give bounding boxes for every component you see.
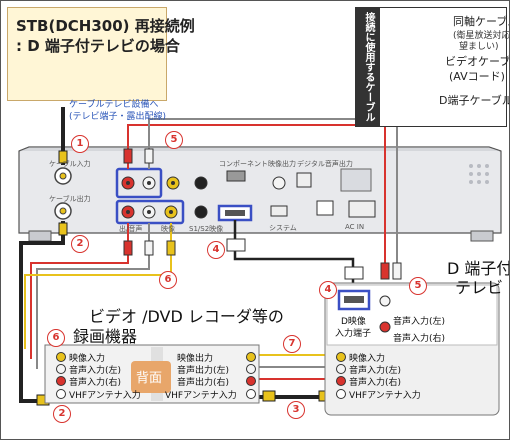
stb-cable-in-label: ケーブル入力 xyxy=(49,160,91,168)
step-badge-2b: 2 xyxy=(53,405,71,423)
stb-system-label: システム xyxy=(269,224,297,232)
stb-video-label: 映像 xyxy=(161,225,175,233)
step-badge-4: 4 xyxy=(207,241,225,259)
title-line-2: : D 端子付テレビの場合 xyxy=(16,37,180,55)
av-cable-5 xyxy=(123,118,402,280)
legend-header: 接続に使用するケーブル xyxy=(356,8,380,126)
legend-coax-label: 同軸ケーブル xyxy=(453,15,509,28)
title-box: STB(DCH300) 再接続例 : D 端子付テレビの場合 xyxy=(7,7,195,101)
recorder-title-2: 録画機器 xyxy=(73,327,138,346)
stb-cable-out-label: ケーブル出力 xyxy=(49,195,91,203)
stb-component-label: コンポーネント映像出力 xyxy=(219,160,296,168)
tv-input-1: 音声入力(左) xyxy=(349,366,402,376)
tv-d-input-label-1: D映像 xyxy=(341,317,366,327)
rec-output-1: 音声出力(左) xyxy=(177,366,230,376)
av-output-frame-top xyxy=(115,167,163,199)
step-badge-5: 5 xyxy=(165,131,183,149)
tv-audio-l-label: 音声入力(左) xyxy=(393,317,446,327)
cable-source-line-2: (テレビ端子・露出配線) xyxy=(69,112,167,122)
tv-d-input-label-2: 入力端子 xyxy=(335,329,372,339)
step-badge-5b: 5 xyxy=(409,277,427,295)
tv-input-0: 映像入力 xyxy=(349,354,386,364)
tv-input-3: VHFアンテナ入力 xyxy=(349,391,421,401)
cable-output-jack xyxy=(54,202,72,220)
legend-video-note: (AVコード) xyxy=(449,70,505,83)
title-line-1: STB(DCH300) 再接続例 xyxy=(16,17,195,35)
stb-ac-label: AC IN xyxy=(345,223,365,231)
step-badge-3: 3 xyxy=(287,401,305,419)
cable-source-line-1: ケーブルテレビ設備へ xyxy=(69,100,159,110)
tv-input-2: 音声入力(右) xyxy=(349,378,402,388)
legend-d-terminal-label: D端子ケーブル xyxy=(439,94,510,107)
coax-cable-3 xyxy=(259,390,332,402)
rec-input-2: 音声入力(右) xyxy=(69,378,122,388)
rec-output-2: 音声出力(右) xyxy=(177,378,230,388)
step-badge-6: 6 xyxy=(159,271,177,289)
step-badge-1: 1 xyxy=(71,135,89,153)
page-title: STB(DCH300) 再接続例 : D 端子付テレビの場合 xyxy=(16,16,195,56)
stb-s-video-label: S1/S2映像 xyxy=(189,225,224,233)
recorder-back-panel xyxy=(44,344,260,404)
stb-digital-label: デジタル音声出力 xyxy=(297,160,353,168)
tv-title-1: D 端子付 xyxy=(447,259,510,278)
recorder-title-1: ビデオ /DVD レコーダ等の xyxy=(89,307,284,326)
d-terminal-cable-4 xyxy=(226,220,364,291)
coax-cable-1 xyxy=(58,107,68,165)
rec-output-3: VHFアンテナ入力 xyxy=(165,391,237,401)
tv-back-panel xyxy=(324,282,500,416)
recorder-back-label: 背面 xyxy=(136,371,163,386)
tv-title-2: テレビ xyxy=(455,278,504,297)
step-badge-7: 7 xyxy=(283,335,301,353)
av-cable-7 xyxy=(255,354,337,380)
rec-input-1: 音声入力(左) xyxy=(69,366,122,376)
cable-input-jack xyxy=(54,167,72,185)
rec-output-0: 映像出力 xyxy=(177,354,214,364)
legend-coax-note-1: (衛星放送対応用が xyxy=(453,31,510,41)
rec-input-3: VHFアンテナ入力 xyxy=(69,391,141,401)
av-cable-6 xyxy=(24,223,176,369)
step-badge-2: 2 xyxy=(71,235,89,253)
step-badge-6b: 6 xyxy=(47,329,65,347)
stb-av-out-label: 出/音声 xyxy=(119,225,143,233)
rec-input-0: 映像入力 xyxy=(69,354,106,364)
step-badge-4b: 4 xyxy=(319,281,337,299)
stb-back-panel xyxy=(18,146,502,242)
cable-legend: 接続に使用するケーブル xyxy=(355,7,507,127)
tv-audio-r-label: 音声入力(右) xyxy=(393,334,446,344)
legend-video-label: ビデオケーブル xyxy=(445,55,510,68)
coax-cable-2 xyxy=(19,221,68,406)
legend-coax-note-2: 望ましい) xyxy=(459,42,499,52)
